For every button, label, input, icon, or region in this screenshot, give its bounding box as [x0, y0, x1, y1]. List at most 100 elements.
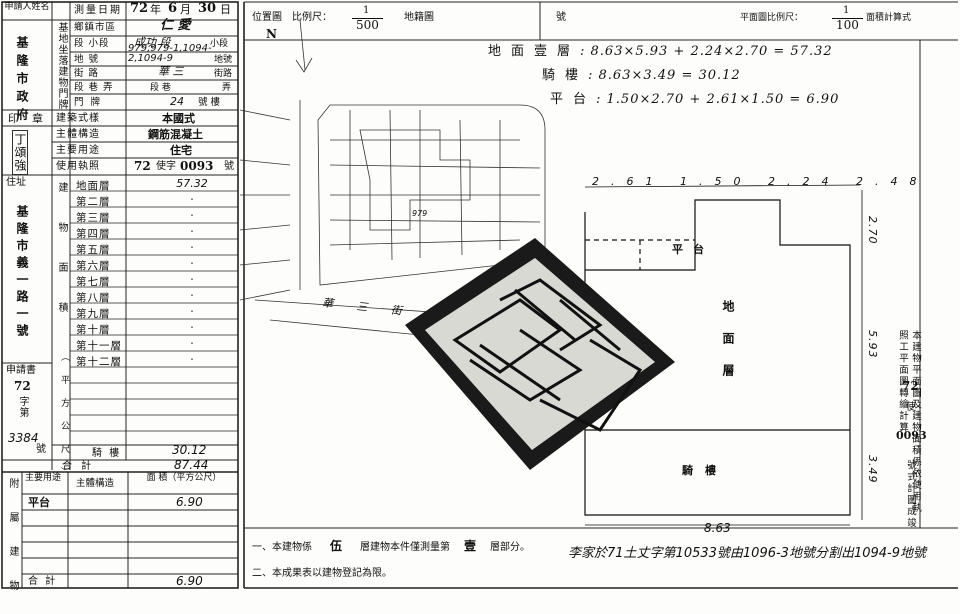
plan-scale-label: 平面圖比例尺： [740, 13, 804, 23]
scale-den: 500 [352, 18, 383, 31]
date-year: 72 [130, 1, 149, 16]
floor-area-value: · [190, 353, 194, 366]
floor-area-value: · [190, 193, 194, 206]
right-permit-no: 0093 [896, 429, 927, 442]
floor-label: 第八層 [76, 292, 111, 304]
floor-label: 第七層 [76, 276, 111, 288]
floor-area-value: · [190, 321, 194, 334]
permit-prefix: 72 [134, 159, 151, 173]
row-section-value: 成功 段 [134, 36, 171, 49]
formula-arcade: 騎樓: 8.63×3.49 = 30.12 [542, 68, 741, 83]
plan-scale-num: 1 [843, 5, 850, 16]
formula-ground: 地面壹層: 8.63×5.93 + 2.24×2.70 = 57.32 [488, 44, 833, 59]
applicant-address: 基隆市義一路一號 [15, 205, 29, 341]
plan-right-dim2: 5.93 [866, 330, 879, 359]
annex-col-area: 面 積（平方公尺） [146, 473, 222, 483]
site-label: 基地坐落 [56, 22, 67, 66]
floor-area-value: 57.32 [176, 177, 208, 190]
floor-area-value: · [190, 241, 194, 254]
total-label: 合 計 [62, 461, 95, 472]
annex-col-structure: 主體構造 [76, 478, 115, 489]
usage-value: 住宅 [170, 144, 192, 157]
right-note: 本建物平面圖及建物面積係依使用執照工平面圖轉繪計算 [897, 330, 921, 514]
row-doorplate-value: 24 [170, 95, 184, 108]
date-unit-month: 月 [180, 3, 191, 16]
appno-num1: 72 [14, 379, 31, 393]
arcade-value: 30.12 [172, 443, 207, 457]
floor-label: 第六層 [76, 260, 111, 272]
floor-area-value: · [190, 289, 194, 302]
scale-label: 比例尺： [292, 12, 332, 23]
usage-label: 主要用途 [56, 145, 100, 156]
building-label: 建物門牌 [56, 66, 67, 110]
floor-area-value: · [190, 257, 194, 270]
plan-platform-label: 平台 [672, 243, 714, 256]
annex-col-use: 主要用途 [25, 473, 62, 483]
permit-suffix: 號 [224, 161, 234, 172]
plan-arcade-label: 騎樓 [682, 464, 728, 477]
row-street-value: 華 三 [158, 65, 184, 78]
note-1: 一、本建物係伍層建物本件僅測量第壹層部分。 [252, 539, 531, 553]
structure-label: 主體構造 [56, 129, 100, 140]
plan-ground-label: 地面層 [721, 300, 735, 396]
row-section-label: 段 小段 [74, 38, 110, 49]
formula-platform: 平台: 1.50×2.70 + 2.61×1.50 = 6.90 [550, 92, 840, 107]
north-arrow-icon: N [266, 27, 277, 41]
row-street-label: 街 路 [74, 68, 100, 79]
floor-label: 第九層 [76, 308, 111, 320]
floor-area-value: · [190, 209, 194, 222]
right-permit-tail: 號式計圖成竣 [905, 460, 916, 529]
plan-scale-tail: 面積計算式 [866, 13, 912, 23]
floor-area-value: · [190, 305, 194, 318]
note-2: 二、本成果表以建物登記為限。 [252, 568, 392, 579]
floor-area-value: · [190, 337, 194, 350]
row-lane-suffix: 弄 [222, 83, 232, 93]
row-doorplate-suffix: 號 樓 [198, 97, 221, 108]
right-permit-zi: 使 [906, 402, 916, 413]
arcade-label: 騎 樓 [92, 448, 122, 459]
row-lot-value: 979,979-1,1094-2,1094-9 [128, 43, 212, 64]
annex-side-label: 附屬建物 [7, 478, 18, 614]
annex-total-value: 6.90 [176, 574, 203, 588]
permit-label: 使用執照 [56, 161, 100, 172]
date-day: 30 [198, 1, 217, 16]
date-month: 6 [168, 1, 178, 16]
row-street-suffix: 街路 [214, 69, 233, 79]
row-lane-label: 段 巷 弄 [74, 82, 114, 93]
floor-label: 第三層 [76, 212, 111, 224]
floor-label: 第十層 [76, 324, 111, 336]
permit-no: 0093 [180, 159, 214, 173]
total-value: 87.44 [174, 458, 209, 472]
plan-top-dims: 2.61 1.50 2.24 2.48 [592, 175, 929, 188]
handwritten-note: 李家於71土丈字第10533號由1096-3地號分割出1094-9地號 [568, 546, 926, 561]
plan-scale-den: 100 [832, 18, 863, 31]
floor-label: 第十一層 [76, 340, 122, 352]
floor-area-value: · [190, 273, 194, 286]
area-unit-label: （平方公尺） [59, 352, 69, 490]
floor-label: 第五層 [76, 244, 111, 256]
date-unit-day: 日 [220, 3, 231, 16]
plan-bottom-dim: 8.63 [704, 521, 731, 535]
form-lines [1, 1, 958, 589]
hao-label: 號 [556, 12, 566, 23]
permit-mid: 使字 [156, 161, 176, 172]
applicant-stamp: 丁頌強 [12, 130, 28, 175]
style-label: 建築式樣 [56, 113, 100, 124]
floor-label: 第四層 [76, 228, 111, 240]
appno-num2: 3384 [8, 431, 39, 445]
right-permit-num: 72 [902, 379, 919, 393]
date-label: 測量日期 [74, 5, 122, 16]
floor-label: 第二層 [76, 196, 111, 208]
seal-char: 章 [32, 112, 43, 125]
row-district-label: 鄉鎮市區 [74, 22, 117, 33]
row-lot-suffix: 地號 [214, 55, 233, 65]
plan-right-dim3: 3.49 [866, 455, 879, 484]
appno-label: 申請書 [6, 365, 36, 376]
official-seal [405, 238, 675, 470]
area-group-label: 建物面積 [56, 182, 67, 342]
floor-label: 第十二層 [76, 356, 122, 368]
row-section-suffix: 小段 [210, 39, 229, 49]
address-label: 住址 [6, 177, 26, 188]
floor-label: 地面層 [76, 180, 111, 192]
